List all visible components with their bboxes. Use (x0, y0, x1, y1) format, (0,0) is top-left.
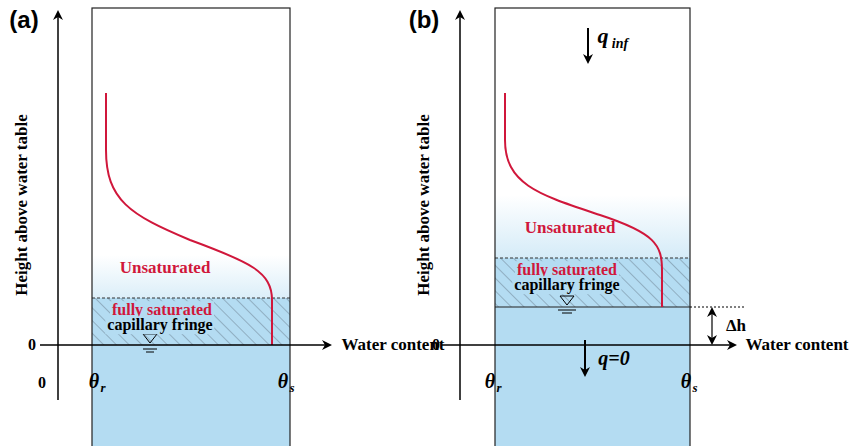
axis-symbol: θ (681, 370, 691, 392)
axis-subscript: s (289, 381, 294, 395)
axis-subscript: r (496, 381, 501, 395)
axis-origin: 0 (28, 336, 36, 354)
dimension-label: Δh (726, 317, 746, 336)
axis-title: Water content (745, 336, 848, 355)
flux-label: q=0 (598, 347, 629, 369)
flux-symbol: q (598, 24, 609, 48)
axis-title: Height above water table (13, 114, 32, 295)
axis-origin: 0 (38, 374, 46, 392)
panel-letter: (b) (409, 7, 440, 33)
axis-subscript: r (100, 381, 105, 395)
axis-origin: 0 (432, 336, 440, 354)
axis-subscript: s (692, 381, 697, 395)
panel-letter: (a) (9, 7, 38, 33)
zone-label: Unsaturated (120, 259, 211, 278)
axis-symbol: θ (485, 370, 495, 392)
zone-label: Unsaturated (525, 219, 616, 238)
flux-subscript: inf (612, 36, 628, 51)
zone-label: capillary fringe (512, 276, 621, 294)
axis-title: Height above water table (415, 114, 434, 295)
axis-symbol: θ (278, 370, 288, 392)
axis-symbol: θ (89, 370, 99, 392)
zone-label: capillary fringe (105, 316, 214, 334)
axis-title: Water content (341, 336, 444, 355)
